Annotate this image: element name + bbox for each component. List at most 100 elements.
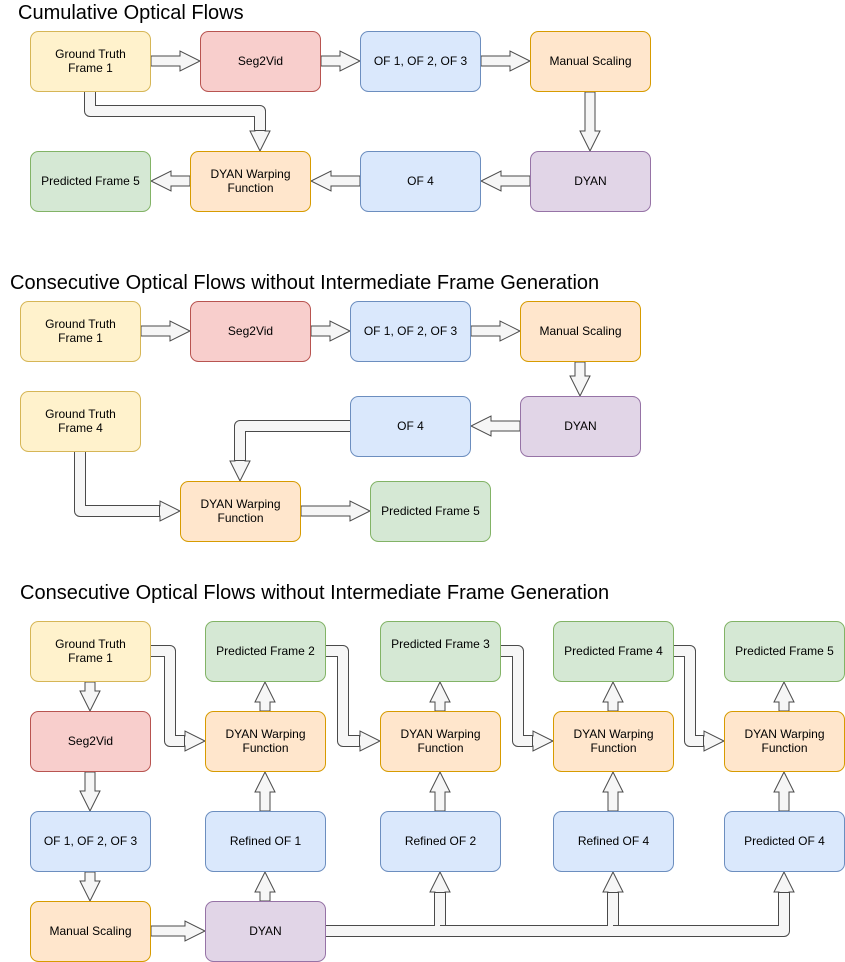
arrow-s3-dyan-to-rof4-head: [602, 870, 624, 893]
section-title-consecutive-2: Consecutive Optical Flows without Interm…: [20, 582, 609, 604]
arrow-s1-seg-to-of123: [320, 50, 362, 72]
node-box: [205, 621, 326, 682]
arrow-s3-dyan-to-pof4-head: [773, 870, 795, 893]
node-s3-of123: OF 1, OF 2, OF 3: [30, 811, 151, 872]
node-box: [30, 621, 151, 682]
node-label: Ground Truth: [55, 47, 126, 61]
arrow-s1-gt1-to-warp-head: [249, 130, 271, 153]
arrow-s2-gt1-to-seg: [140, 320, 192, 342]
arrow-s2-warp-to-pred5: [300, 500, 372, 522]
arrow-s3-warp-to-pred4: [602, 680, 624, 712]
node-box: [200, 31, 321, 92]
arrow-shaft-outline: [326, 892, 446, 937]
node-box: [380, 811, 501, 872]
node-label: Ground Truth: [55, 637, 126, 651]
arrow-shaft-fill: [151, 646, 185, 746]
section-title-cumulative: Cumulative Optical Flows: [18, 2, 244, 24]
arrow-shaft-fill: [235, 421, 350, 461]
node-s1-dyan: DYAN: [530, 151, 651, 212]
arrow-s3-pred3-to-warp3-head: [532, 730, 555, 752]
node-box: [190, 301, 311, 362]
node-label: OF 1, OF 2, OF 3: [374, 54, 468, 68]
node-s2-seg: Seg2Vid: [190, 301, 311, 362]
node-s3-pred2: Predicted Frame 2: [205, 621, 326, 682]
node-label: Manual Scaling: [539, 324, 621, 338]
node-label: DYAN Warping: [744, 727, 824, 741]
arrow-s3-gt1-to-warp1-head: [184, 730, 207, 752]
arrow-shaft-outline: [440, 892, 619, 937]
node-s2-of4: OF 4: [350, 396, 471, 457]
arrow-s3-warp-to-pred3: [429, 680, 451, 712]
arrow-s3-dyan-to-rof2-head: [429, 870, 451, 893]
node-box: [350, 396, 471, 457]
node-box: [180, 481, 301, 542]
node-label: Predicted Frame 4: [564, 644, 663, 658]
arrow-s3-dyan-to-rof1: [254, 870, 276, 902]
node-s3-seg: Seg2Vid: [30, 711, 151, 772]
node-box: [530, 151, 651, 212]
node-label: Function: [242, 741, 288, 755]
node-box: [350, 301, 471, 362]
node-label: Function: [590, 741, 636, 755]
node-box: [30, 711, 151, 772]
arrow-s1-gt1-to-seg: [150, 50, 202, 72]
node-label: DYAN Warping: [200, 497, 280, 511]
node-box: [360, 151, 481, 212]
node-box: [30, 811, 151, 872]
arrow-s3-pof4-to-warp: [773, 770, 795, 812]
node-label: DYAN: [249, 924, 281, 938]
node-label: Function: [217, 511, 263, 525]
node-label: Manual Scaling: [549, 54, 631, 68]
titles-layer: Cumulative Optical Flows Consecutive Opt…: [10, 2, 609, 604]
arrow-s1-scale-to-dyan: [579, 91, 601, 153]
node-label: DYAN Warping: [573, 727, 653, 741]
node-s2-of123: OF 1, OF 2, OF 3: [350, 301, 471, 362]
node-s3-pof4: Predicted OF 4: [724, 811, 845, 872]
arrow-s2-of4-to-warp: [234, 420, 350, 461]
node-label: Function: [417, 741, 463, 755]
node-label: DYAN Warping: [225, 727, 305, 741]
node-box: [205, 711, 326, 772]
node-label: Seg2Vid: [228, 324, 273, 338]
node-s3-rof1: Refined OF 1: [205, 811, 326, 872]
node-label: DYAN Warping: [400, 727, 480, 741]
node-s1-pred5: Predicted Frame 5: [30, 151, 151, 212]
arrow-s3-dyan-to-pof4: [613, 892, 790, 937]
node-box: [530, 31, 651, 92]
node-box: [380, 711, 501, 772]
node-box: [553, 621, 674, 682]
arrow-s2-gt4-to-warp-head: [159, 500, 182, 522]
arrow-s1-dyan-to-of4: [479, 170, 531, 192]
arrow-s3-rof4-to-warp: [602, 770, 624, 812]
node-s1-of4: OF 4: [360, 151, 481, 212]
node-s1-of123: OF 1, OF 2, OF 3: [360, 31, 481, 92]
node-label: Predicted Frame 2: [216, 644, 315, 658]
arrow-s3-warp-to-pred2: [254, 680, 276, 712]
node-s3-pred5: Predicted Frame 5: [724, 621, 845, 682]
node-label: Refined OF 4: [578, 834, 650, 848]
node-s2-scale: Manual Scaling: [520, 301, 641, 362]
node-label: Frame 1: [58, 331, 103, 345]
node-label: OF 1, OF 2, OF 3: [364, 324, 458, 338]
arrow-s1-of4-to-warp: [309, 170, 361, 192]
arrow-s1-warp-to-pred5: [149, 170, 191, 192]
section-title-consecutive-1: Consecutive Optical Flows without Interm…: [10, 272, 599, 294]
node-s3-rof4: Refined OF 4: [553, 811, 674, 872]
node-s3-rof2: Refined OF 2: [380, 811, 501, 872]
node-box: [370, 481, 491, 542]
node-label: Predicted Frame 3: [391, 637, 490, 651]
node-box: [360, 31, 481, 92]
node-s3-dyan: DYAN: [205, 901, 326, 962]
arrow-s3-rof1-to-warp: [254, 770, 276, 812]
node-box: [553, 811, 674, 872]
node-label: Predicted OF 4: [744, 834, 825, 848]
node-label: Seg2Vid: [68, 734, 113, 748]
node-label: Manual Scaling: [49, 924, 131, 938]
node-s2-pred5: Predicted Frame 5: [370, 481, 491, 542]
arrow-shaft-fill: [85, 92, 265, 131]
